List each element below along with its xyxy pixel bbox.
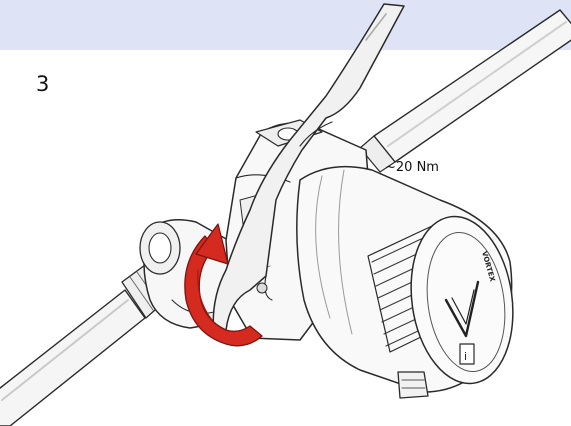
header-band — [0, 0, 571, 50]
info-plate-icon — [459, 343, 475, 365]
motor-unit — [296, 165, 514, 399]
info-glyph: i — [464, 350, 467, 363]
torque-label: ~20 Nm — [385, 160, 439, 175]
step-number: 3 — [36, 72, 50, 96]
curved-arrow-icon — [184, 223, 263, 347]
wrench-tool — [212, 3, 405, 339]
outlet-pipe — [359, 9, 571, 173]
